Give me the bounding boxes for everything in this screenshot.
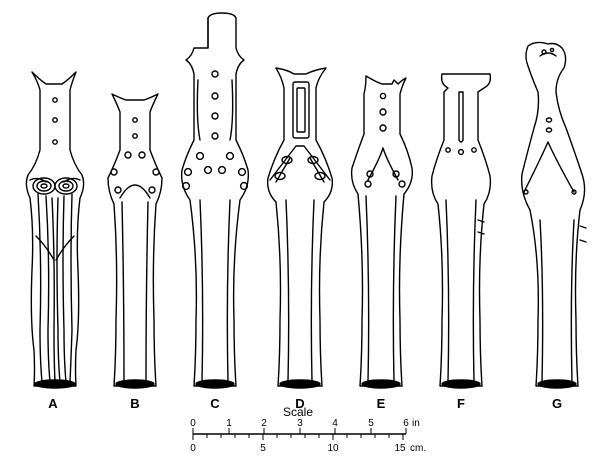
cm-tick-2: 10 [327, 443, 339, 454]
dagger-f [430, 73, 492, 389]
label-d: D [295, 396, 304, 411]
label-c: C [210, 396, 220, 411]
dagger-b [107, 93, 163, 389]
scale-bar: Scale 0 1 2 3 4 5 6 in 0 5 10 [190, 405, 426, 454]
cm-unit: cm. [410, 443, 426, 454]
inch-tick-6: 6 [403, 418, 409, 429]
inch-tick-0: 0 [190, 418, 196, 429]
label-a: A [48, 396, 58, 411]
dagger-a [25, 71, 85, 389]
dagger-b-outline [107, 93, 163, 387]
dagger-c-outline [180, 12, 250, 387]
inch-tick-2: 2 [261, 418, 267, 429]
inch-tick-3: 3 [297, 418, 303, 429]
dagger-d [266, 67, 334, 389]
cm-tick-0: 0 [190, 443, 196, 454]
dagger-e [350, 75, 414, 389]
inch-tick-1: 1 [226, 418, 232, 429]
label-e: E [377, 396, 386, 411]
cm-tick-1: 5 [260, 443, 266, 454]
dagger-d-outline [266, 67, 334, 387]
dagger-g [520, 41, 587, 389]
dagger-g-outline [520, 41, 586, 387]
inch-tick-4: 4 [332, 418, 338, 429]
scale-title: Scale [283, 405, 313, 419]
label-f: F [457, 396, 465, 411]
label-g: G [552, 396, 562, 411]
dagger-e-outline [350, 75, 414, 387]
labels: A B C D E F G [48, 396, 562, 411]
dagger-f-outline [430, 73, 492, 387]
cm-tick-3: 15 [394, 443, 406, 454]
dagger-c [180, 12, 250, 389]
inch-tick-5: 5 [368, 418, 374, 429]
label-b: B [130, 396, 139, 411]
inch-unit: in [412, 418, 420, 429]
dagger-a-outline [25, 71, 85, 387]
